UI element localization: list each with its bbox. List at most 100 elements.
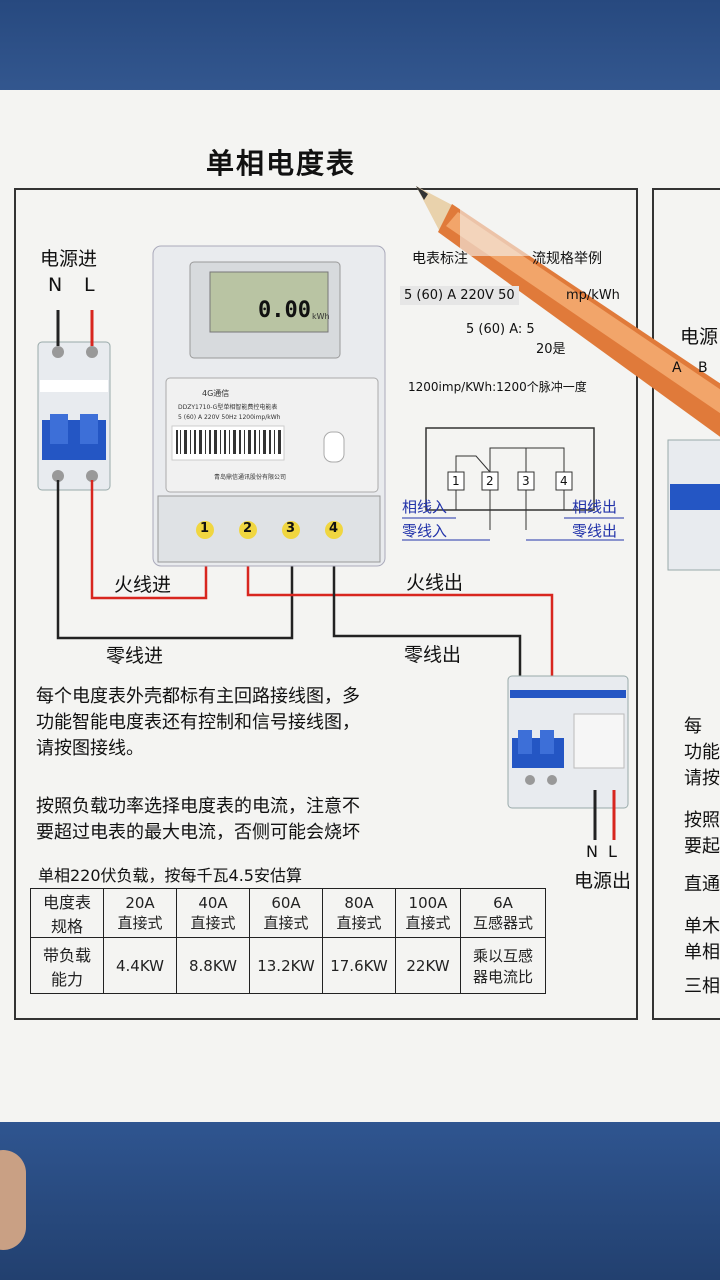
table-cell: 17.6KW — [322, 937, 396, 994]
meter-display-unit: kWh — [312, 312, 330, 321]
cell-text: 20A — [125, 893, 155, 912]
cell-text: 能力 — [50, 969, 83, 989]
table-cell: 带负载能力 — [30, 937, 104, 994]
diagram-neutral-out: 零线出 — [572, 522, 618, 540]
table-cell: 4.4KW — [103, 937, 177, 994]
table-cell: 8.8KW — [176, 937, 250, 994]
power-in-n: N — [48, 274, 63, 296]
cell-text: 60A — [271, 893, 301, 912]
right-a: A — [672, 360, 682, 376]
right-b: B — [698, 360, 708, 376]
meter-maker: 青岛鼎信通讯股份有限公司 — [214, 474, 287, 481]
power-in-l: L — [84, 274, 95, 296]
right-text-5: 直通 — [684, 874, 720, 895]
cell-text: 6A — [493, 893, 513, 912]
neutral-out-label: 零线出 — [404, 644, 462, 666]
right-text-8: 三相 — [684, 976, 720, 997]
right-power-label: 电源 — [680, 326, 719, 348]
spec-heading: 电表标注 — [412, 251, 468, 267]
paragraph-2-line-2: 要超过电表的最大电流，否侧可能会烧坏 — [36, 822, 360, 843]
background-bottom — [0, 1122, 720, 1280]
spec-line-tail: mp/kWh — [566, 288, 620, 303]
table-cell: 22KW — [395, 937, 461, 994]
diagram-terminal-1: 1 — [452, 474, 460, 488]
table-row: 带负载能力 4.4KW 8.8KW 13.2KW 17.6KW 22KW 乘以互… — [30, 937, 546, 994]
diagram-phase-in: 相线入 — [402, 498, 448, 516]
pencil — [416, 186, 720, 437]
paragraph-1-line-3: 请按图接线。 — [36, 738, 144, 759]
right-text-7: 单相 — [684, 942, 720, 963]
terminal-diagram — [402, 427, 624, 541]
spec-note-2: 1200imp/KWh:1200个脉冲一度 — [408, 380, 587, 394]
cell-text: 40A — [198, 893, 228, 912]
cell-text: 互感器式 — [472, 913, 533, 932]
power-out-l: L — [608, 842, 617, 861]
cell-text: 直接式 — [405, 913, 451, 932]
cell-text: 100A — [408, 893, 448, 912]
page-title: 单相电度表 — [206, 147, 357, 180]
right-text-0: 每 — [684, 716, 702, 737]
spec-line: 5 (60) A 220V 50 — [400, 286, 519, 305]
diagram-phase-out: 相线出 — [572, 498, 618, 516]
cell-text: 直接式 — [263, 913, 309, 932]
power-in-label: 电源进 — [40, 248, 98, 270]
cell-text: 乘以互感 — [472, 946, 533, 965]
spec-note-1: 5 (60) A: 5 — [466, 322, 535, 337]
table-cell: 13.2KW — [249, 937, 323, 994]
right-text-3: 按照 — [684, 810, 720, 831]
table-cell: 乘以互感器电流比 — [460, 937, 546, 994]
meter-terminal-2: 2 — [243, 521, 253, 536]
spec-heading-tail: 流规格举例 — [532, 251, 602, 267]
meter-display: 0.00 — [258, 298, 311, 323]
diagram-neutral-in: 零线入 — [402, 522, 448, 540]
meter-spec: 5 (60) A 220V 50Hz 1200imp/kWh — [178, 414, 281, 421]
input-breaker — [37, 341, 111, 491]
live-out-label: 火线出 — [406, 572, 464, 594]
table-note: 单相220伏负载，按每千瓦4.5安估算 — [38, 866, 302, 885]
cell-text: 直接式 — [336, 913, 382, 932]
cell-text: 规格 — [50, 917, 83, 936]
table-cell: 电度表规格 — [30, 888, 104, 938]
live-in-label: 火线进 — [114, 574, 172, 596]
diagram-terminal-2: 2 — [486, 474, 494, 488]
right-text-2: 请按 — [684, 768, 720, 789]
power-out-n: N — [586, 842, 598, 861]
paragraph-2-line-1: 按照负载功率选择电度表的电流，注意不 — [36, 796, 360, 817]
spec-note-1b: 20是 — [536, 342, 566, 357]
meter-comm: 4G通信 — [202, 389, 230, 398]
diagram-terminal-4: 4 — [560, 474, 568, 488]
neutral-in-label: 零线进 — [106, 645, 164, 667]
cell-text: 器电流比 — [472, 967, 533, 986]
paragraph-1-line-1: 每个电度表外壳都标有主回路接线图，多 — [36, 686, 360, 707]
cell-text: 电度表 — [42, 893, 91, 912]
background-top — [0, 0, 720, 92]
output-breaker — [507, 675, 629, 809]
cell-text: 直接式 — [117, 913, 163, 932]
cell-text: 80A — [344, 893, 374, 912]
finger — [0, 1150, 26, 1250]
meter-terminal-1: 1 — [200, 521, 210, 536]
diagram-terminal-3: 3 — [522, 474, 530, 488]
meter-terminal-3: 3 — [286, 521, 296, 536]
cell-text: 带负载 — [42, 945, 91, 965]
right-text-1: 功能 — [684, 742, 720, 763]
meter-body — [152, 245, 386, 567]
right-text-6: 单木 — [684, 916, 720, 937]
power-out-label: 电源出 — [574, 870, 632, 892]
left-page-frame — [14, 188, 638, 1020]
right-page-frame — [652, 188, 720, 1020]
meter-terminal-4: 4 — [329, 521, 339, 536]
right-text-4: 要起 — [684, 836, 720, 857]
cell-text: 直接式 — [190, 913, 236, 932]
meter-model: DDZY1710-G型单相智能费控电能表 — [178, 404, 278, 411]
paragraph-1-line-2: 功能智能电度表还有控制和信号接线图， — [36, 712, 360, 733]
